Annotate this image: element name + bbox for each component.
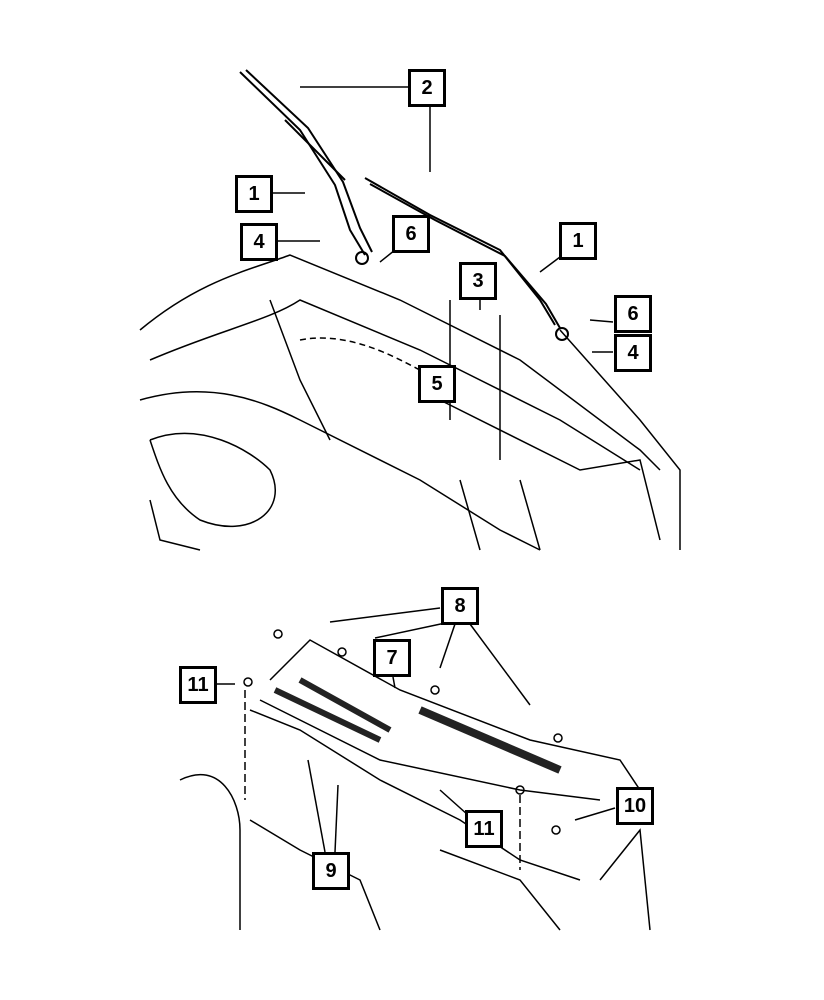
cowl-upper (139, 254, 681, 551)
callout-11-left: 11 (179, 666, 217, 704)
callout-8: 8 (441, 587, 479, 625)
callout-6-left: 6 (392, 215, 430, 253)
callout-4-left: 4 (240, 223, 278, 261)
wiper-right (364, 177, 569, 341)
callout-6-right: 6 (614, 295, 652, 333)
callout-1-right: 1 (559, 222, 597, 260)
leader-lines-lower (216, 607, 616, 853)
callout-10: 10 (616, 787, 654, 825)
callout-2: 2 (408, 69, 446, 107)
callout-11-bottom: 11 (465, 810, 503, 848)
callout-5: 5 (418, 365, 456, 403)
leader-lines-upper (272, 86, 614, 353)
callout-1-left: 1 (235, 175, 273, 213)
callout-9: 9 (312, 852, 350, 890)
callout-3: 3 (459, 262, 497, 300)
callout-4-right: 4 (614, 334, 652, 372)
callout-7: 7 (373, 639, 411, 677)
cowl-lower (179, 629, 651, 931)
wiper-left (239, 69, 373, 265)
